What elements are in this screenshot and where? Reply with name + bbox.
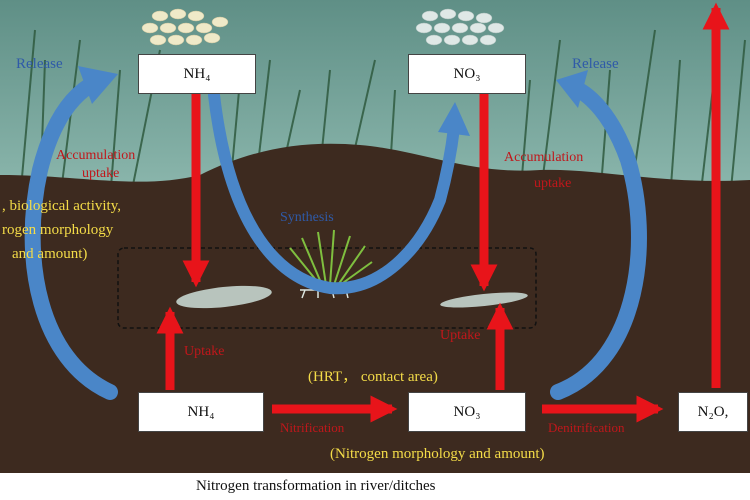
- synthesis-label: Synthesis: [280, 210, 334, 225]
- synthesis-arrow: [208, 89, 470, 295]
- caption-strip: [0, 473, 750, 500]
- hrt-label: (HRT， contact area): [308, 369, 438, 385]
- factor-line-1: , biological activity,: [2, 198, 121, 214]
- bottom-no3-box: NO₃: [408, 392, 526, 432]
- top-nh4-box: NH₄: [138, 54, 256, 94]
- n2o-label: N₂O,: [697, 403, 729, 420]
- uptake-label-lower-left: Uptake: [184, 344, 225, 359]
- n2o-box: N₂O,: [678, 392, 748, 432]
- bottom-nh4-box: NH₄: [138, 392, 264, 432]
- surface-left: [176, 285, 272, 309]
- release-label-right: Release: [572, 56, 619, 72]
- factor-line-2: rogen morphology: [2, 222, 114, 238]
- uptake-label-lower-right: Uptake: [440, 328, 481, 343]
- release-arrow-left: [24, 66, 118, 400]
- top-no3-box: NO₃: [408, 54, 526, 94]
- surface-right: [440, 292, 528, 308]
- accumulation-label-right: Accumulation: [504, 150, 584, 165]
- bottom-no3-label: NO₃: [453, 403, 481, 420]
- denitrification-label: Denitrification: [548, 420, 625, 435]
- release-arrow-right: [550, 70, 647, 400]
- rhizosphere-box: [117, 247, 537, 329]
- bottom-nh4-label: NH₄: [187, 403, 215, 420]
- red-arrows: [156, 2, 730, 423]
- factor-line-3: and amount): [12, 246, 88, 262]
- nitrogen-morphology-label: (Nitrogen morphology and amount): [330, 446, 545, 462]
- diagram-caption: Nitrogen transformation in river/ditches: [196, 478, 436, 494]
- accumulation-label-left: Accumulation: [56, 148, 136, 163]
- no3-particles: [415, 8, 505, 46]
- top-nh4-label: NH₄: [183, 65, 211, 82]
- top-no3-label: NO₃: [453, 65, 481, 82]
- uptake-label-left: uptake: [82, 166, 120, 181]
- nitrification-label: Nitrification: [280, 420, 345, 435]
- nh4-particles: [141, 8, 229, 46]
- uptake-label-right: uptake: [534, 176, 572, 191]
- release-label-left: Release: [16, 56, 63, 72]
